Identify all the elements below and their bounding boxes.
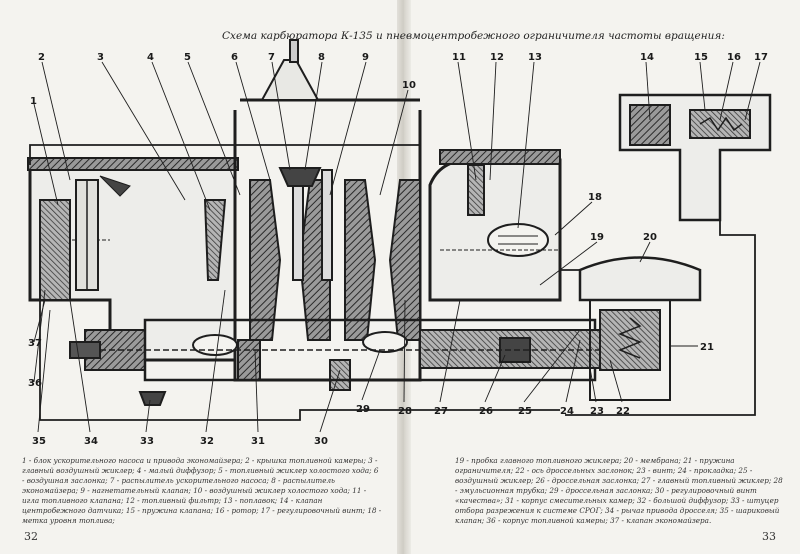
vacuum-lines: [29, 144, 756, 421]
callout-21: 21: [700, 342, 714, 353]
fuel-chamber-right: [428, 149, 562, 302]
limiter-diaphragm: [578, 256, 702, 401]
callout-14: 14: [640, 52, 654, 63]
figure-title: Схема карбюратора К-135 и пневмоцентробе…: [222, 30, 725, 42]
callout-6: 6: [231, 52, 238, 63]
callout-31: 31: [251, 436, 265, 447]
callout-24: 24: [560, 406, 574, 417]
callout-20: 20: [643, 232, 657, 243]
callout-numbers: 1 2 3 4 5 6 7 8 9 10 11 12 13 14 15 16 1…: [28, 52, 768, 447]
callout-34: 34: [84, 436, 98, 447]
callout-30: 30: [314, 436, 328, 447]
callout-10: 10: [402, 80, 416, 91]
fuel-chamber-left: [27, 157, 239, 362]
callout-4: 4: [147, 52, 154, 63]
callout-33: 33: [140, 436, 154, 447]
callout-32: 32: [200, 436, 214, 447]
page-number-left: 32: [24, 530, 38, 543]
callout-13: 13: [528, 52, 542, 63]
callout-1: 1: [30, 96, 37, 107]
callout-2: 2: [38, 52, 45, 63]
callout-15: 15: [694, 52, 708, 63]
callout-28: 28: [398, 406, 412, 417]
callout-5: 5: [184, 52, 191, 63]
callout-29: 29: [356, 404, 370, 415]
centrifugal-sensor: [618, 93, 772, 222]
callout-11: 11: [452, 52, 466, 63]
callout-8: 8: [318, 52, 325, 63]
callout-35: 35: [32, 436, 46, 447]
callout-27: 27: [434, 406, 448, 417]
callout-18: 18: [588, 192, 602, 203]
callout-37: 37: [28, 338, 42, 349]
callout-3: 3: [97, 52, 104, 63]
callout-12: 12: [490, 52, 504, 63]
page-number-right: 33: [762, 530, 776, 543]
callout-17: 17: [754, 52, 768, 63]
callout-leaders: [33, 61, 761, 433]
mixing-chambers: [192, 39, 422, 391]
callout-7: 7: [268, 52, 275, 63]
caption-right: 19 - пробка главного топливного жиклера;…: [455, 456, 783, 525]
callout-9: 9: [362, 52, 369, 63]
callout-25: 25: [518, 406, 532, 417]
callout-23: 23: [590, 406, 604, 417]
caption-left: 1 - блок ускорительного насоса и привода…: [22, 456, 382, 525]
callout-26: 26: [479, 406, 493, 417]
callout-36: 36: [28, 378, 42, 389]
callout-16: 16: [727, 52, 741, 63]
callout-22: 22: [616, 406, 630, 417]
callout-19: 19: [590, 232, 604, 243]
